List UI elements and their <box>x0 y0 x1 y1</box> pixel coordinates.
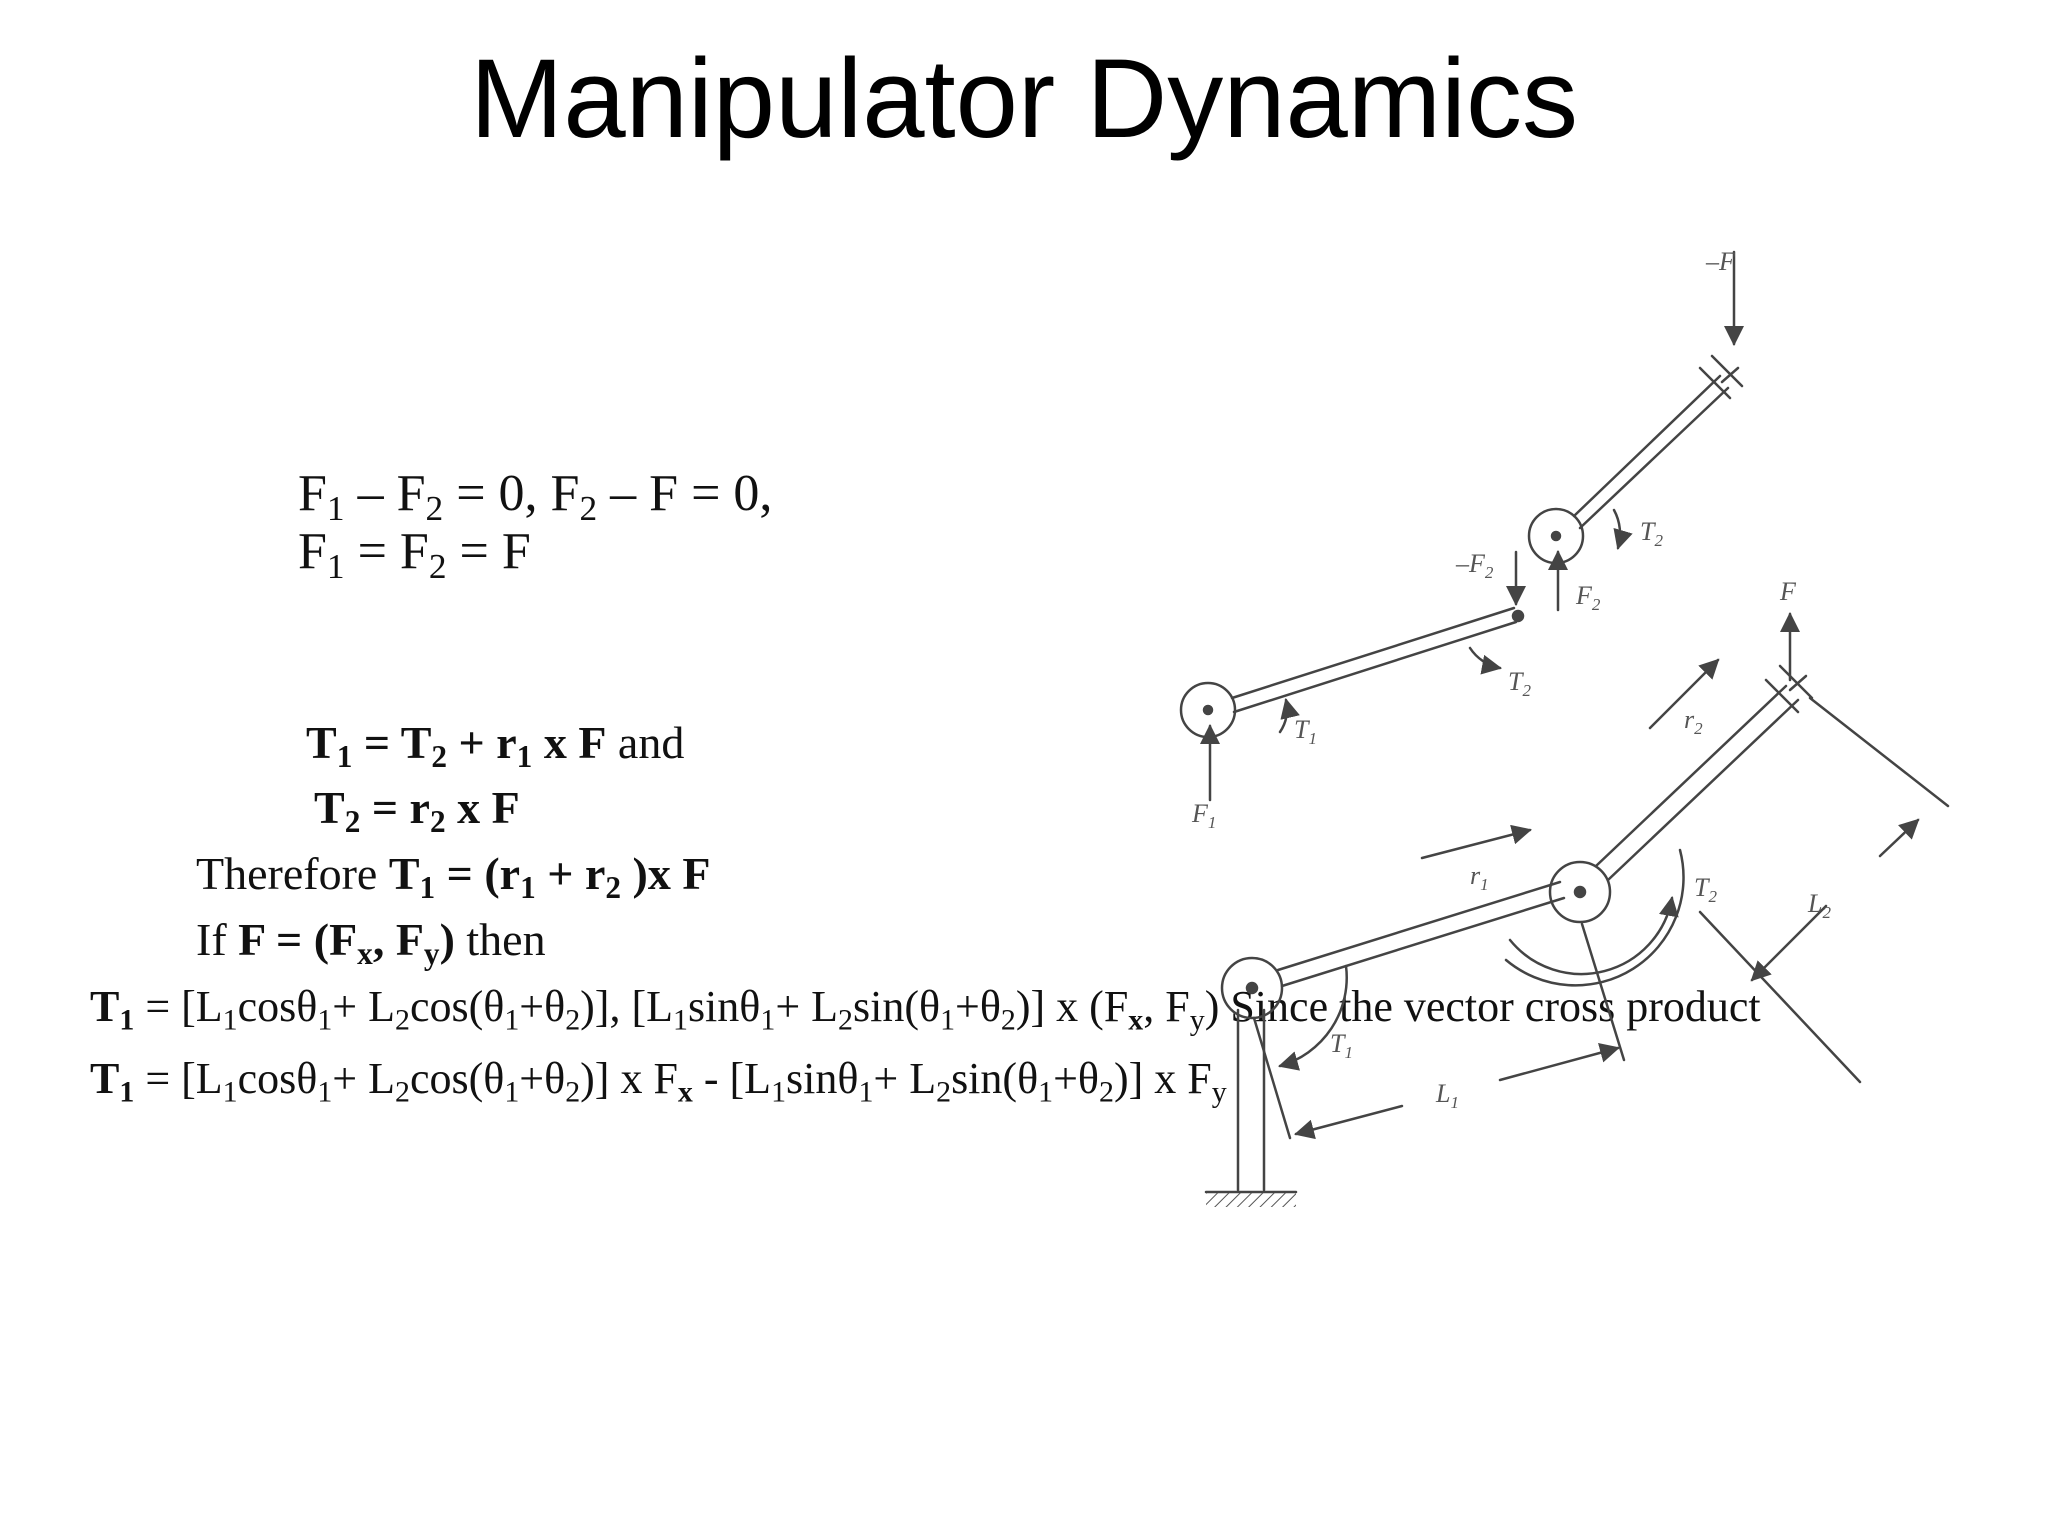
arc-t1-bottom <box>1278 964 1348 1071</box>
equation-t1-cross-product: T1 = [L1cosθ1+ L2cos(θ1+θ2)], [L1sinθ1+ … <box>90 982 1761 1037</box>
upper-link2-end-tick-b <box>1710 354 1744 388</box>
arc-t2-bottom-outer <box>1504 848 1685 987</box>
l2-dim-lower <box>1750 904 1828 982</box>
label-l2: L2 <box>1807 889 1831 922</box>
l2-extension-b <box>1808 696 1950 808</box>
equation-force-equality: F1 = F2 = F <box>298 523 531 586</box>
upper-link2-edge-a <box>1572 374 1722 518</box>
upper-link1-edge-b <box>1232 620 1518 714</box>
label-t1-mid: T1 <box>1294 715 1317 748</box>
equation-if-f: If F = (Fx, Fy) then <box>196 914 546 971</box>
upper-link2-edge-b <box>1578 386 1730 530</box>
upper-link1-edge-a <box>1230 606 1516 700</box>
base-hatch <box>1206 1193 1296 1207</box>
l1-dim-left <box>1294 1104 1404 1140</box>
arrow-r2 <box>1648 658 1720 730</box>
l1-extension-a <box>1252 1016 1292 1140</box>
lower-joint1 <box>1220 956 1284 1020</box>
upper-link2-pin <box>1550 530 1562 542</box>
upper-link1-pin <box>1202 704 1214 716</box>
label-f2: F2 <box>1575 581 1601 614</box>
lower-link2-end-tick-a <box>1764 678 1800 714</box>
lower-link2-end-tick-b <box>1778 664 1814 700</box>
label-t2-top: T2 <box>1640 517 1663 550</box>
slide-title: Manipulator Dynamics <box>470 36 1578 161</box>
upper-link2-end-tick-a <box>1698 366 1732 400</box>
label-t1-bottom: T1 <box>1330 1029 1353 1062</box>
lower-link1-edge-a <box>1276 880 1562 972</box>
lower-link2-edge-a <box>1594 684 1788 868</box>
label-f1: F1 <box>1191 799 1216 832</box>
lower-joint2-pin <box>1573 885 1587 899</box>
arc-t2-top <box>1612 508 1633 550</box>
upper-link1-end-pin <box>1511 609 1525 623</box>
upper-link1-body <box>1179 550 1526 802</box>
lower-arm-assembly <box>1204 612 1950 1207</box>
label-l1: L1 <box>1435 1079 1459 1112</box>
l1-dim-right <box>1498 1043 1620 1082</box>
arc-t1-mid <box>1278 698 1300 734</box>
label-r1: r1 <box>1470 861 1489 894</box>
lower-joint1-pin <box>1245 981 1259 995</box>
upper-link2-body <box>1527 250 1744 612</box>
l2-dim-upper <box>1878 818 1920 858</box>
equation-torque-t2: T2 = r2 x F <box>314 782 520 839</box>
lower-link1-edge-b <box>1280 896 1566 988</box>
equation-t1-expanded: T1 = [L1cosθ1+ L2cos(θ1+θ2)] x Fx - [L1s… <box>90 1054 1227 1109</box>
label-t2-mid: T2 <box>1508 667 1531 700</box>
label-t2-bottom: T2 <box>1694 873 1717 906</box>
lower-link2-tip <box>1788 674 1808 692</box>
lower-joint2 <box>1548 860 1612 924</box>
label-f-bottom: F <box>1779 577 1797 606</box>
label-neg-f2: –F2 <box>1455 549 1494 582</box>
label-r2: r2 <box>1684 705 1703 738</box>
label-neg-f: –F <box>1705 247 1736 276</box>
equation-force-balance: F1 – F2 = 0, F2 – F = 0, <box>298 465 773 528</box>
equation-therefore: Therefore T1 = (r1 + r2 )x F <box>196 848 711 905</box>
arc-t2-mid <box>1468 646 1502 675</box>
l2-extension-a <box>1698 910 1862 1084</box>
equation-torque-t1: T1 = T2 + r1 x F and <box>306 717 685 774</box>
arrow-r1 <box>1420 824 1532 860</box>
l1-extension-b <box>1580 922 1626 1062</box>
upper-link2-tip <box>1720 366 1740 384</box>
arc-t2-bottom <box>1508 896 1679 976</box>
lower-link2-edge-b <box>1606 698 1800 882</box>
